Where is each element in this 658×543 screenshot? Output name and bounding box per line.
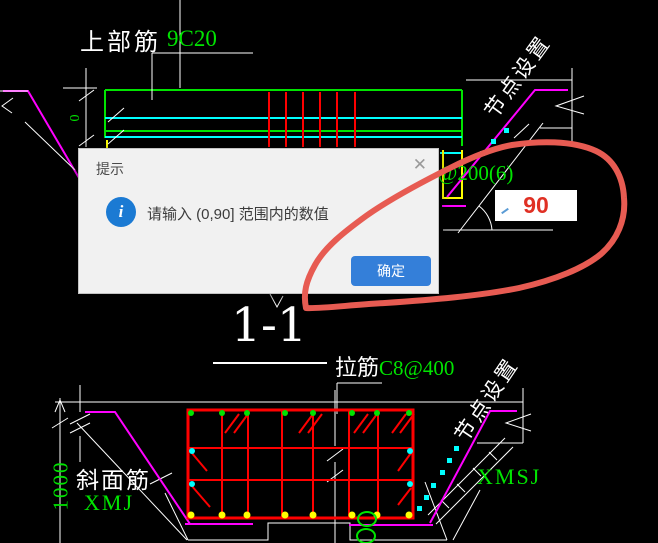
angle-value: 90 — [523, 192, 549, 218]
section-title: 1-1 — [231, 298, 307, 353]
prompt-dialog: 提示 ✕ i 请输入 (0,90] 范围内的数值 确定 — [78, 148, 439, 294]
dim-height-label: 1000 — [48, 460, 73, 511]
info-icon: i — [106, 197, 136, 227]
dialog-title: 提示 — [96, 161, 124, 177]
bottom-rebar-dots — [187, 511, 413, 519]
top-rebar-dots — [188, 410, 412, 416]
upper-tie-dots — [480, 128, 509, 156]
side-rebar-dots — [189, 448, 413, 487]
tie-bar-annotation: 拉筋C8@400 — [335, 350, 454, 382]
close-icon[interactable]: ✕ — [412, 155, 427, 174]
dim-ellipses — [356, 511, 377, 543]
lower-tie-dots — [417, 446, 459, 511]
tie-bar-label: 拉筋 — [335, 355, 380, 380]
dim-zero-label: 0 — [68, 114, 83, 122]
dialog-message: 请输入 (0,90] 范围内的数值 — [147, 206, 329, 223]
slope-bar-label: 斜面筋 — [76, 468, 151, 493]
upper-beam-outline — [104, 89, 463, 146]
upper-beam-stirrups — [268, 92, 356, 147]
stirrup-cage-grid — [186, 408, 415, 520]
stirrup-spacing-label: @200(6) — [438, 161, 514, 185]
slope-code-right: XMSJ — [477, 464, 542, 489]
tie-bar-value: C8@400 — [379, 356, 455, 380]
slope-bar-code: XMJ — [84, 490, 135, 515]
upper-bar-value: 9C20 — [167, 26, 217, 51]
upper-bar-label: 上部筋 — [80, 30, 161, 56]
ok-button[interactable]: 确定 — [351, 256, 431, 286]
angle-value-input[interactable]: 90 — [495, 190, 577, 221]
text-caret — [501, 207, 509, 215]
